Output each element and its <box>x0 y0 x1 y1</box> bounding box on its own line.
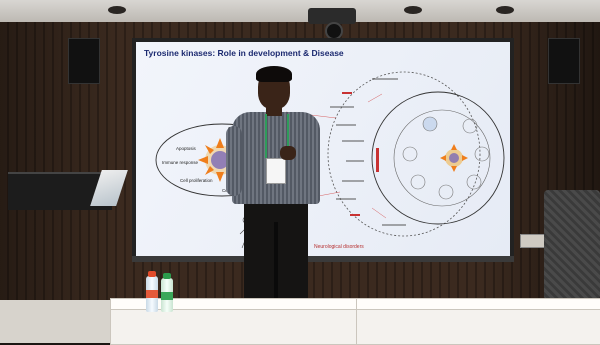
bottle-cap <box>163 273 171 279</box>
speaker-right <box>548 38 580 84</box>
slide-bottom-label: Neurological disorders <box>314 244 364 250</box>
id-badge <box>266 158 286 184</box>
ceiling-light <box>404 6 422 14</box>
slide-title: Tyrosine kinases: Role in development & … <box>144 48 344 58</box>
right-ellipse <box>327 71 481 237</box>
left-label: Immune response <box>162 160 199 165</box>
presenter-hand <box>280 146 296 160</box>
office-chair <box>544 190 600 300</box>
right-circle <box>371 91 505 225</box>
presenter-hair <box>256 66 292 82</box>
bottle-label <box>146 290 158 298</box>
ceiling-light <box>108 6 126 14</box>
display-bottom-bar <box>132 256 514 262</box>
lanyard <box>265 114 289 158</box>
organ-icons <box>402 116 490 200</box>
slide-diagram: Growth regulation Apoptosis Immune respo… <box>155 71 505 250</box>
ceiling-projector <box>308 8 356 24</box>
left-label: Apoptosis <box>176 146 197 151</box>
bottle-cap <box>148 271 156 277</box>
table-right-top <box>356 298 600 310</box>
ceiling-light <box>496 6 514 14</box>
presenter-leg-gap <box>274 222 278 300</box>
ceiling <box>0 0 600 22</box>
inner-circle <box>393 109 491 207</box>
presentation-screen: Tyrosine kinases: Role in development & … <box>136 42 510 258</box>
bottle-label <box>161 292 173 300</box>
speaker-left <box>68 38 100 84</box>
slide-small-text <box>330 78 406 226</box>
inner-kinase-icon <box>440 144 468 172</box>
slide-red-labels <box>342 92 379 216</box>
presenter-arm <box>226 126 242 196</box>
left-label: Cell proliferation <box>180 178 213 183</box>
